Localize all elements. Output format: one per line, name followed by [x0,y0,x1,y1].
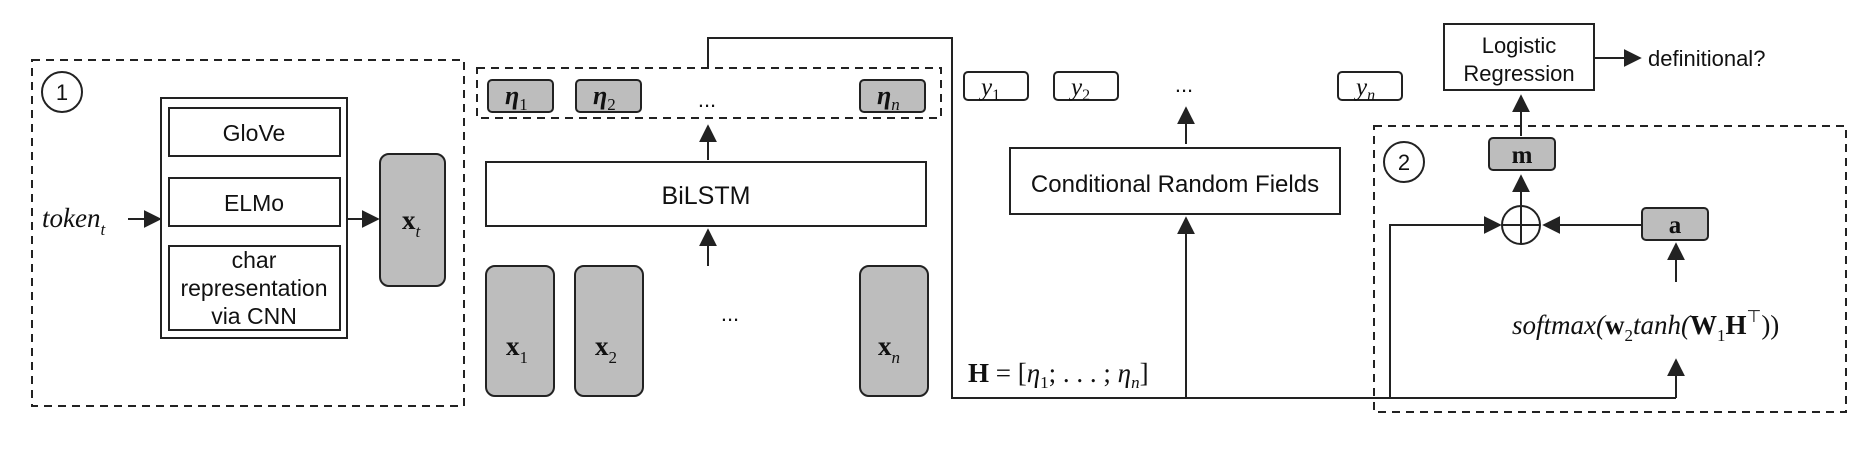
eta-1-box [487,79,554,113]
elmo-label: ELMo [224,190,284,216]
section1-dashed-frame [31,59,465,407]
x-1-label: x1 [506,331,528,367]
a-label: a [1669,212,1682,239]
eta-2-label: η2 [593,81,616,114]
crf-label: Conditional Random Fields [1031,171,1319,198]
elmo-box [168,177,341,227]
h-to-sum-arrow [1389,216,1502,398]
glove-label: GloVe [223,120,286,146]
y-n-box [1337,71,1403,101]
y-1-box [963,71,1029,101]
char-cnn-box [168,245,341,331]
input-token-label: tokent [42,203,106,239]
x-ellipsis: ... [721,301,739,326]
y-ellipsis: ... [1175,72,1193,97]
softmax-equation: softmax(w2tanh(W1H⊤)) [1512,307,1779,345]
m-vector [1488,137,1556,171]
logistic-label-line1: Logistic [1482,33,1557,58]
x-2-vector [574,265,644,397]
bilstm-label: BiLSTM [662,182,751,210]
xt-vector [379,153,446,287]
section2-number: 2 [1398,150,1410,175]
y-1-label: y1 [978,74,1000,104]
section1-number-circle [41,71,83,113]
y-2-box [1053,71,1119,101]
char-cnn-label-line2: representation [180,275,327,301]
char-cnn-label-line3: via CNN [211,303,297,329]
x-n-label: xn [878,331,900,367]
x-2-label: x2 [595,331,617,367]
xt-label: xt [402,205,422,241]
x-1-vector [485,265,555,397]
y-n-label: yn [1353,74,1375,104]
eta-n-label: ηn [877,81,900,114]
char-cnn-label-line1: char [232,247,277,273]
eta-to-h-connector [707,37,1190,399]
eta-n-box [859,79,926,113]
eta-1-label: η1 [505,81,528,114]
logistic-regression-box [1443,23,1595,91]
eta-ellipsis: ... [698,87,716,112]
bilstm-box [485,161,927,227]
x-n-vector [859,265,929,397]
glove-box [168,107,341,157]
y-2-label: y2 [1068,74,1090,104]
eta-2-box [575,79,642,113]
section2-number-circle [1383,141,1425,183]
logistic-label-line2: Regression [1463,61,1574,86]
m-label: m [1512,142,1533,169]
section2-dashed-frame [1373,125,1847,413]
section1-number: 1 [56,80,68,105]
definitional-output-label: definitional? [1648,46,1765,71]
h-equation: H = [η1; . . . ; ηn] [968,358,1149,392]
crf-box [1009,147,1341,215]
